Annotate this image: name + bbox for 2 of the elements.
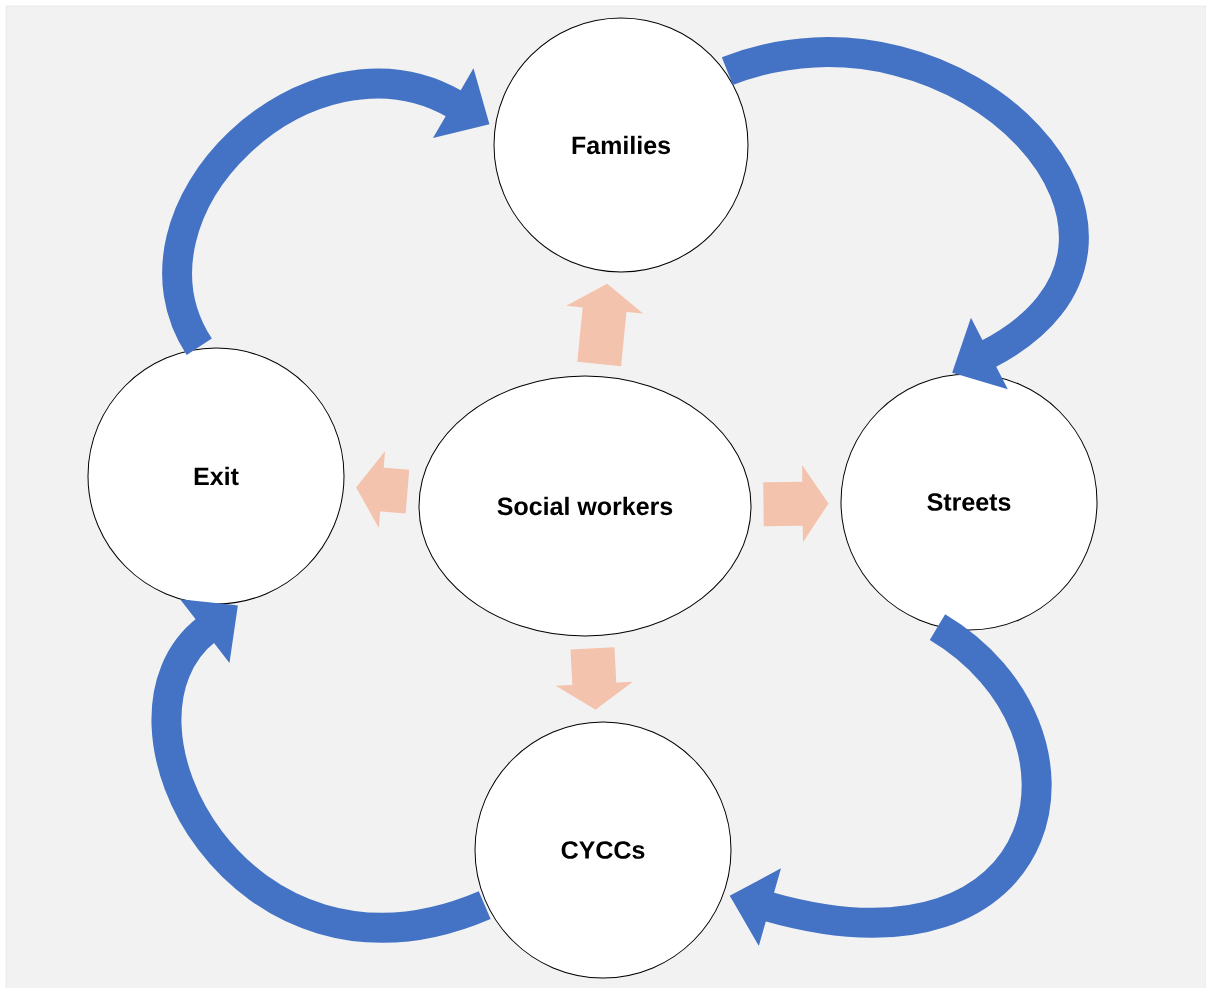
arrow [723, 37, 1089, 390]
arrow [151, 599, 490, 943]
